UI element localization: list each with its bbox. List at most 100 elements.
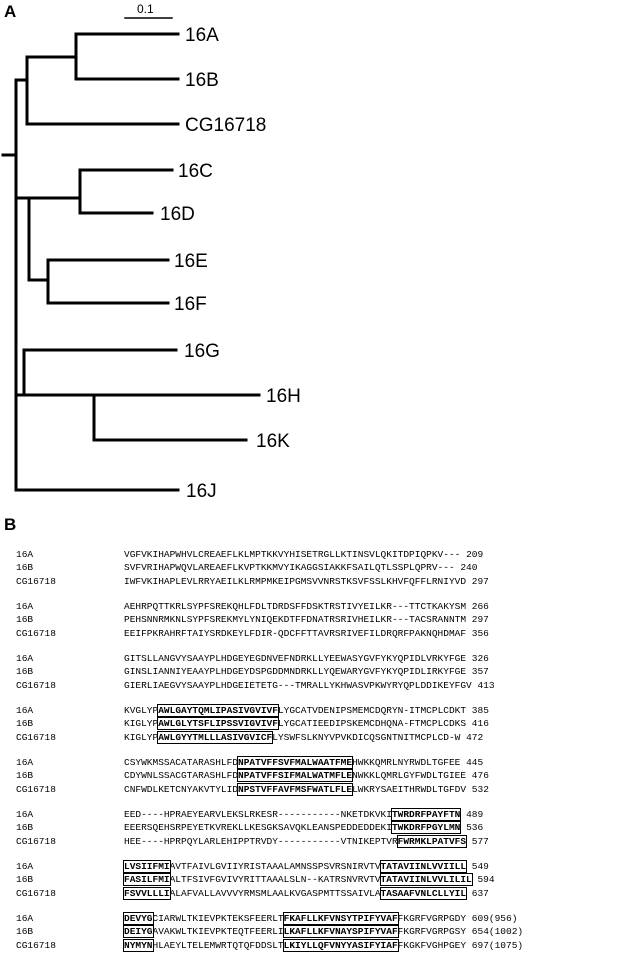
alignment-row: CG16718 GIERLIAEGVYSAAYPLHDGEIETETG---TMR… (16, 679, 616, 692)
transmembrane-box: TASAAFVNLCLLYIL (379, 886, 468, 900)
transmembrane-box: TATAVIINLVVLILIL (379, 873, 473, 887)
sequence-text: HLAEYLTELEMWRTQTQFDDSLT (152, 939, 284, 951)
sequence-name: CG16718 (16, 627, 56, 639)
sequence-name: 16A (16, 809, 34, 820)
transmembrane-box: FASILFMI (123, 873, 171, 887)
sequence-text: GINSLIANNIYEAAYPLHDGEYDSPGDDMNDRKLLYQEWA… (124, 666, 467, 678)
alignment-row: CG16718 NYMYNHLAEYLTELEMWRTQTQFDDSLTLKIYL… (16, 938, 616, 952)
sequence-text: LYGCATIEEDIPSKEMCDHQNA-FTMCPLCDKS (277, 718, 467, 730)
sequence-name: CG16718 (16, 835, 56, 847)
sequence-text: EED----HPRAEYEARVLEKSLRKESR-----------NK… (124, 809, 392, 820)
sequence-name: 16A (16, 913, 34, 924)
sequence-name: 16A (16, 549, 34, 560)
sequence-text: PEHSNNRMKNLSYPFSREKMYLYNIQEKDTFFDNATRSRI… (124, 614, 467, 626)
sequence-name: 16B (16, 718, 34, 730)
alignment-block: 16A DEVYGCIARWLTKIEVPKTEKSFEERLTFKAFLLKFV… (16, 912, 616, 952)
sequence-text: HWKKQMRLNYRWDLTGFEE (352, 757, 461, 768)
residue-count: 536 (466, 822, 484, 834)
sequence-name: 16A (16, 601, 34, 612)
sequence-text: ALTFSIVFGVIVYRITTAAALSLN--KATRSNVRVTV (169, 874, 381, 886)
transmembrane-box: FWRMKLPATVFS (396, 834, 468, 848)
transmembrane-box: TWRDRFPAYFTN (390, 808, 462, 821)
sequence-name: 16B (16, 562, 34, 574)
sequence-text: NWKKLQMRLGYFWDLTGIEE (352, 770, 467, 782)
transmembrane-box: TATAVIINLVVIILL (379, 860, 468, 873)
scale-bar-label: 0.1 (137, 2, 154, 16)
sequence-name: 16A (16, 757, 34, 768)
transmembrane-box: DEIYG (123, 925, 154, 939)
alignment-row: 16A GITSLLANGVYSAAYPLHDGEYEGDNVEFNDRKLLYE… (16, 652, 616, 665)
residue-count: 240 (460, 562, 478, 574)
phylogenetic-tree: 0.1 16A 16B CG16718 16C 16D 16E 16F 16G … (1, 2, 301, 502)
alignment-row: CG16718 HEE----HPRPQYLARLEHIPPTRVDY------… (16, 834, 616, 848)
leaf-16E: 16E (174, 251, 208, 272)
alignment-block: 16A GITSLLANGVYSAAYPLHDGEYEGDNVEFNDRKLLYE… (16, 652, 616, 692)
sequence-text: CIARWLTKIEVPKTEKSFEERLT (152, 913, 284, 924)
leaf-16C: 16C (178, 161, 213, 182)
residue-count: 489 (466, 809, 484, 820)
alignment-row: 16A DEVYGCIARWLTKIEVPKTEKSFEERLTFKAFLLKFV… (16, 912, 616, 925)
leaf-16B: 16B (185, 70, 219, 91)
sequence-text: KVGLYP (124, 705, 159, 716)
leaf-16K: 16K (256, 431, 290, 452)
sequence-text: EEIFPKRAHRFTAIYSRDKEYLFDIR-QDCFFTTAVRSRI… (124, 627, 467, 639)
sequence-name: CG16718 (16, 575, 56, 587)
alignment-row: 16B GINSLIANNIYEAAYPLHDGEYDSPGDDMNDRKLLYQ… (16, 665, 616, 678)
leaf-16G: 16G (184, 341, 220, 362)
residue-count: 697(1075) (471, 939, 524, 951)
transmembrane-box: FSVVLLLI (123, 886, 171, 900)
sequence-name: CG16718 (16, 679, 56, 691)
sequence-text: CSYWKMSSACATARASHLFD (124, 757, 239, 768)
residue-count: 609(956) (471, 913, 518, 924)
transmembrane-box: FKAFLLKFVNSYTPIFYVAF (282, 912, 399, 925)
sequence-text: EEERSQEHSRPEYETKVREKLLKESGKSAVQKLEANSPED… (124, 822, 392, 834)
leaf-16A: 16A (185, 25, 219, 46)
sequence-name: 16B (16, 926, 34, 938)
sequence-name: 16B (16, 874, 34, 886)
sequence-name: 16B (16, 666, 34, 678)
alignment-row: CG16718 EEIFPKRAHRFTAIYSRDKEYLFDIR-QDCFFT… (16, 627, 616, 640)
sequence-text: AEHRPQTTKRLSYPFSREKQHLFDLTDRDSFFDSKTRSTI… (124, 601, 467, 612)
sequence-text: ALAFVALLAVVVYRMSMLAALKVGASPMTTSSAIVLA (169, 887, 381, 899)
transmembrane-box: NYMYN (123, 938, 154, 952)
sequence-text: HEE----HPRPQYLARLEHIPPTRVDY-----------VT… (124, 835, 398, 847)
sequence-name: 16A (16, 653, 34, 664)
transmembrane-box: DEVYG (123, 912, 154, 925)
alignment-row: 16A EED----HPRAEYEARVLEKSLRKESR----------… (16, 808, 616, 821)
sequence-name: 16A (16, 705, 34, 716)
leaf-16J: 16J (186, 481, 217, 502)
sequence-text: GIERLIAEGVYSAAYPLHDGEIETETG---TMRALLYKHW… (124, 679, 472, 691)
panel-b-label: B (4, 515, 17, 534)
sequence-name: CG16718 (16, 939, 56, 951)
leaf-16D: 16D (160, 204, 195, 225)
residue-count: 654(1002) (471, 926, 524, 938)
alignment-row: 16B DEIYGAVAKWLTKIEVPKTEQTFEERLILKAFLLKFV… (16, 925, 616, 939)
residue-count: 532 (471, 783, 489, 795)
sequence-text: GITSLLANGVYSAAYPLHDGEYEGDNVEFNDRKLLYEEWA… (124, 653, 467, 664)
sequence-text: CDYWNLSSACGTARASHLFD (124, 770, 239, 782)
sequence-text: LWKRYSAEITHRWDLTGFDV (352, 783, 467, 795)
alignment-row: 16A AEHRPQTTKRLSYPFSREKQHLFDLTDRDSFFDSKTR… (16, 600, 616, 613)
sequence-text: KIGLYP (124, 731, 159, 743)
transmembrane-box: LKAFLLKFVNAYSPIFYVAF (282, 925, 399, 939)
transmembrane-box: NPSTVFFAVFMSFWATLFLE (237, 782, 354, 796)
residue-count: 385 (471, 705, 489, 716)
transmembrane-box: LKIYLLQFVNYYASIFYIAF (282, 938, 399, 952)
sequence-text: CNFWDLKETCNYAKVTYLID (124, 783, 239, 795)
sequence-text: FKGRFVGRPGDY (397, 913, 467, 924)
sequence-text: LYGCATVDENIPSMEMCDQRYN-ITMCPLCDKT (277, 705, 467, 716)
sequence-text: AVAKWLTKIEVPKTEQTFEERLI (152, 926, 284, 938)
sequence-text: IWFVKIHAPLEVLRRYAEILKLRMPMKEIPGMSVVNRSTK… (124, 575, 467, 587)
leaf-16H: 16H (266, 386, 301, 407)
